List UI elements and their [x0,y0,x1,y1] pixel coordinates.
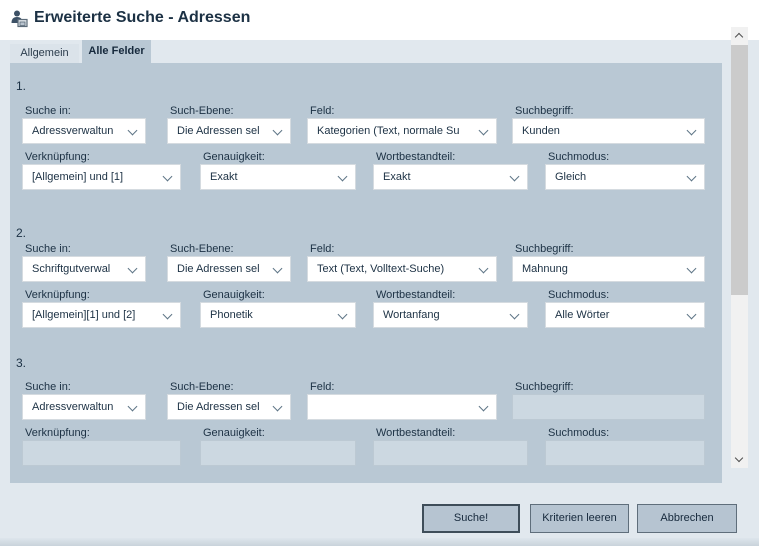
feld-select-1[interactable]: Kategorien (Text, normale Su [307,118,497,144]
chevron-down-icon [686,171,697,182]
vertical-scrollbar[interactable] [731,27,748,468]
feld-label: Feld: [310,105,335,117]
feld-select-2[interactable]: Text (Text, Volltext-Suche) [307,256,497,282]
suchmodus-select-2[interactable]: Alle Wörter [545,302,705,328]
such-ebene-select-1[interactable]: Die Adressen sel [167,118,291,144]
feld-label: Feld: [310,381,335,393]
window-bottom-edge [0,538,759,546]
chevron-down-icon [272,263,283,274]
verknuepfung-select-2[interactable]: [Allgemein][1] und [2] [22,302,181,328]
page-title: Erweiterte Suche - Adressen [34,9,251,26]
suchmodus-field-disabled-3 [545,440,705,466]
search-button[interactable]: Suche! [422,504,520,533]
suche-in-label: Suche in: [25,105,71,117]
genauigkeit-select-2[interactable]: Phonetik [200,302,356,328]
suchmodus-select-1[interactable]: Gleich [545,164,705,190]
suche-in-select-2[interactable]: Schriftgutverwal [22,256,146,282]
chevron-down-icon [127,125,138,136]
suchbegriff-label: Suchbegriff: [515,105,574,117]
wortbestandteil-label: Wortbestandteil: [376,289,456,301]
wortbestandteil-field-disabled-3 [373,440,528,466]
chevron-down-icon [734,453,744,463]
genauigkeit-label: Genauigkeit: [203,151,265,163]
chevron-down-icon [478,125,489,136]
dialog-titlebar: Erweiterte Suche - Adressen [0,0,759,40]
chevron-down-icon [686,125,697,136]
chevron-down-icon [272,125,283,136]
suchbegriff-label: Suchbegriff: [515,381,574,393]
advanced-search-icon [11,10,28,28]
chevron-down-icon [272,401,283,412]
suchmodus-label: Suchmodus: [548,289,610,301]
feld-label: Feld: [310,243,335,255]
scrollbar-thumb[interactable] [731,45,748,295]
chevron-down-icon [478,401,489,412]
chevron-down-icon [337,171,348,182]
wortbestandteil-label: Wortbestandteil: [376,427,456,439]
genauigkeit-label: Genauigkeit: [203,427,265,439]
such-ebene-label: Such-Ebene: [170,381,234,393]
genauigkeit-label: Genauigkeit: [203,289,265,301]
wortbestandteil-select-2[interactable]: Wortanfang [373,302,528,328]
verknuepfung-field-disabled-3 [22,440,181,466]
suche-in-label: Suche in: [25,381,71,393]
verknuepfung-label: Verknüpfung: [25,151,90,163]
section-number: 1. [16,79,27,93]
verknuepfung-select-1[interactable]: [Allgemein] und [1] [22,164,181,190]
verknuepfung-label: Verknüpfung: [25,427,90,439]
chevron-down-icon [509,171,520,182]
chevron-down-icon [337,309,348,320]
such-ebene-select-3[interactable]: Die Adressen sel [167,394,291,420]
scroll-up-button[interactable] [731,27,748,44]
feld-select-3[interactable] [307,394,497,420]
clear-criteria-button[interactable]: Kriterien leeren [530,504,629,533]
scroll-down-button[interactable] [731,451,748,468]
chevron-up-icon [734,32,744,42]
suche-in-select-1[interactable]: Adressverwaltun [22,118,146,144]
such-ebene-label: Such-Ebene: [170,105,234,117]
chevron-down-icon [127,263,138,274]
chevron-down-icon [478,263,489,274]
suchbegriff-field-disabled-3 [512,394,705,420]
section-number: 2. [16,226,27,240]
chevron-down-icon [162,309,173,320]
such-ebene-select-2[interactable]: Die Adressen sel [167,256,291,282]
chevron-down-icon [162,171,173,182]
tab-alle-felder[interactable]: Alle Felder [82,40,151,63]
tab-bar: Allgemein Alle Felder [0,40,759,63]
tab-allgemein[interactable]: Allgemein [10,44,79,63]
genauigkeit-select-1[interactable]: Exakt [200,164,356,190]
chevron-down-icon [686,263,697,274]
chevron-down-icon [127,401,138,412]
such-ebene-label: Such-Ebene: [170,243,234,255]
suchmodus-label: Suchmodus: [548,427,610,439]
suchbegriff-combo-2[interactable]: Mahnung [512,256,705,282]
suche-in-select-3[interactable]: Adressverwaltun [22,394,146,420]
genauigkeit-field-disabled-3 [200,440,356,466]
verknuepfung-label: Verknüpfung: [25,289,90,301]
criteria-panel: 1. Suche in: Such-Ebene: Feld: Suchbegri… [10,63,722,483]
wortbestandteil-select-1[interactable]: Exakt [373,164,528,190]
wortbestandteil-label: Wortbestandteil: [376,151,456,163]
chevron-down-icon [509,309,520,320]
section-number: 3. [16,356,27,370]
suche-in-label: Suche in: [25,243,71,255]
suchbegriff-combo-1[interactable]: Kunden [512,118,705,144]
suchmodus-label: Suchmodus: [548,151,610,163]
cancel-button[interactable]: Abbrechen [637,504,737,533]
chevron-down-icon [686,309,697,320]
suchbegriff-label: Suchbegriff: [515,243,574,255]
